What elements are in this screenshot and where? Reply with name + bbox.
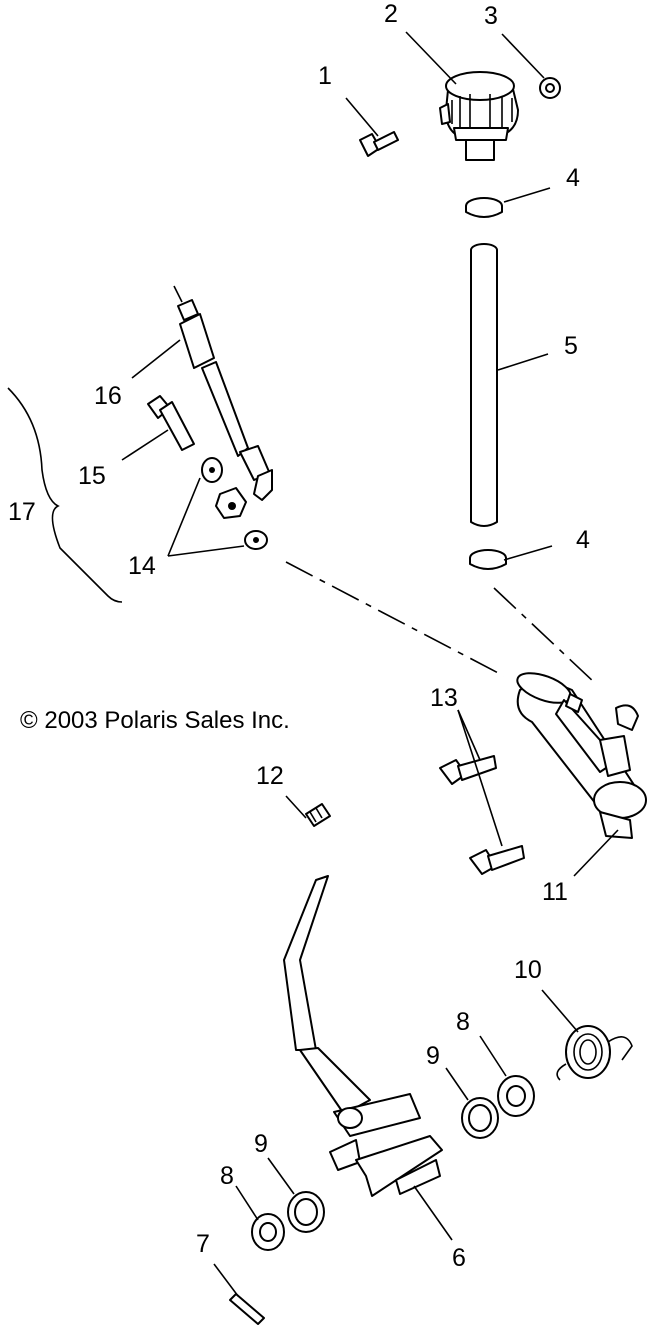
- copyright-notice: © 2003 Polaris Sales Inc.: [20, 707, 290, 734]
- callout-9-left: 9: [254, 1130, 268, 1158]
- leader-lines: [7, 31, 619, 1297]
- callout-8-left: 8: [220, 1162, 234, 1190]
- callout-1: 1: [318, 62, 332, 90]
- part-9-bushing-right: [461, 1097, 499, 1139]
- callout-9-right: 9: [426, 1042, 440, 1070]
- callout-15: 15: [78, 462, 106, 490]
- part-1-bolt: [359, 131, 399, 157]
- part-4-clamp-lower: [469, 549, 507, 570]
- callout-3: 3: [484, 2, 498, 30]
- callout-10: 10: [514, 956, 542, 984]
- callout-labels: 1 2 3 4 5 4 16 15 17 14 © 2003 Polaris S…: [8, 0, 590, 1272]
- callout-7: 7: [196, 1230, 210, 1258]
- part-9-bushing-left: [287, 1191, 325, 1233]
- part-16-brake-line: [173, 285, 273, 519]
- part-13-bolt-upper: [439, 755, 497, 785]
- part-13-bolt-lower: [469, 845, 525, 875]
- callout-2: 2: [384, 0, 398, 28]
- part-12-spring: [305, 803, 331, 827]
- part-4-clamp-upper: [465, 197, 503, 218]
- callout-17: 17: [8, 498, 36, 526]
- callout-5: 5: [564, 332, 578, 360]
- part-8-washer-right: [497, 1075, 535, 1117]
- callout-13: 13: [430, 684, 458, 712]
- part-11-master-cylinder: [516, 672, 647, 839]
- part-8-washer-left: [251, 1213, 285, 1251]
- callout-4-lower: 4: [576, 526, 590, 554]
- part-5-hose: [470, 243, 498, 527]
- part-15-banjo-bolt: [147, 395, 195, 451]
- part-2-reservoir: [439, 71, 519, 161]
- callout-11: 11: [542, 878, 568, 906]
- callout-12: 12: [256, 762, 284, 790]
- callout-4-upper: 4: [566, 164, 580, 192]
- part-3-nut: [539, 77, 561, 99]
- callout-6: 6: [452, 1244, 466, 1272]
- part-14-washer-upper: [201, 457, 223, 483]
- part-10-torsion-spring: [556, 1025, 633, 1081]
- callout-16: 16: [94, 382, 122, 410]
- part-6-brake-pedal: [283, 875, 443, 1197]
- part-14-washer-lower: [244, 530, 268, 550]
- assembly-lines: [285, 561, 597, 685]
- callout-8-right: 8: [456, 1008, 470, 1036]
- part-7-cotter-pin: [229, 1293, 265, 1325]
- callout-14: 14: [128, 552, 156, 580]
